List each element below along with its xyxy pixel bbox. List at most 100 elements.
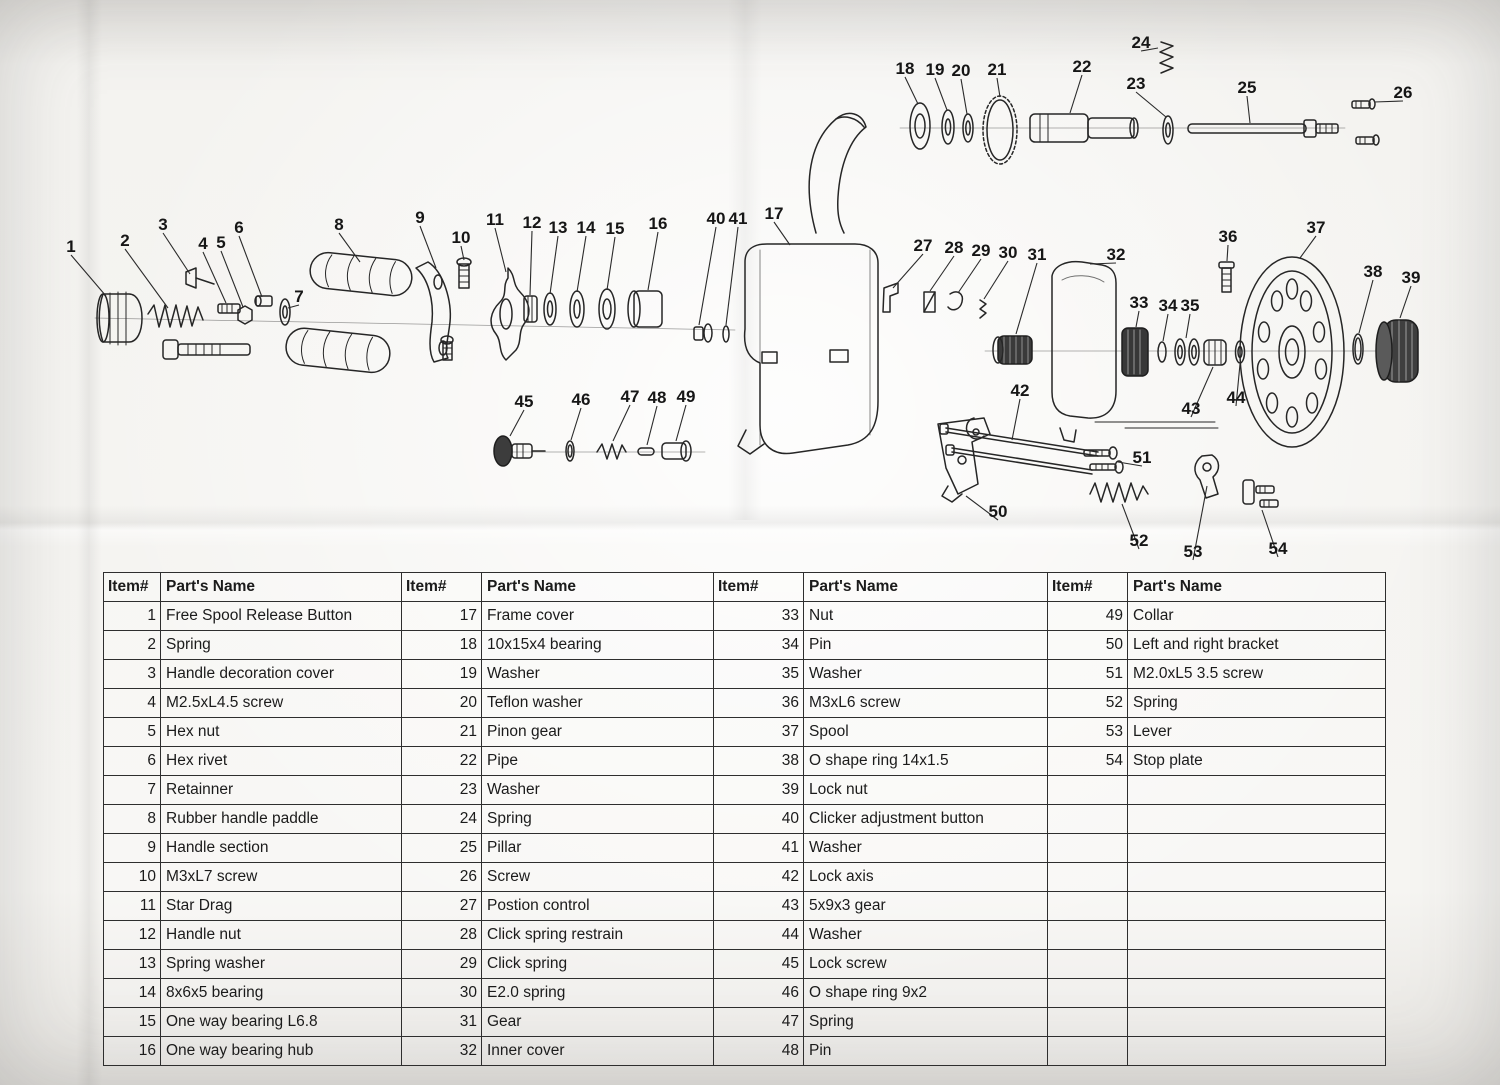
part-item-number: 18 [402,631,482,660]
part-item-number: 31 [402,1008,482,1037]
part-row-empty [1048,950,1386,979]
callout-24: 24 [1132,33,1151,52]
callout-6: 6 [234,218,243,237]
part-name: Washer [804,921,1048,950]
part-name: O shape ring 9x2 [804,979,1048,1008]
leader-line-6 [238,235,263,298]
part-name [1128,863,1386,892]
leader-line-44 [1235,363,1241,407]
callout-13: 13 [549,218,568,237]
handle-assembly-shapes [96,251,730,374]
callout-41: 41 [729,209,748,228]
part-item-number: 17 [402,602,482,631]
part-name [1128,979,1386,1008]
callout-37: 37 [1307,218,1326,237]
lock-screw-shapes [493,435,692,467]
part-item-number [1048,1037,1128,1066]
part-item-number: 19 [402,660,482,689]
part-item-number: 47 [714,1008,804,1037]
leader-line-30 [983,260,1009,300]
part-item-number: 9 [104,834,161,863]
part-name: O shape ring 14x1.5 [804,747,1048,776]
part-name-header: Part's Name [161,573,402,602]
part-item-number: 22 [402,747,482,776]
callout-11: 11 [486,210,504,229]
part-item-number: 35 [714,660,804,689]
callout-46: 46 [572,390,591,409]
part-item-number: 52 [1048,689,1128,718]
part-row-empty [1048,921,1386,950]
callout-19: 19 [926,60,945,79]
part-item-number: 5 [104,718,161,747]
part-name [1128,805,1386,834]
frame-cover-shapes [737,112,879,455]
part-name: Hex rivet [161,747,402,776]
leader-line-37 [1299,235,1317,259]
part-item-number: 8 [104,805,161,834]
leader-line-12 [529,230,533,296]
part-item-number: 43 [714,892,804,921]
part-item-number: 10 [104,863,161,892]
part-name: 8x6x5 bearing [161,979,402,1008]
part-name: Lever [1128,718,1386,747]
callout-54: 54 [1269,539,1288,558]
callout-45: 45 [515,392,534,411]
callout-17: 17 [765,204,784,223]
callout-40: 40 [707,209,726,228]
part-item-number: 25 [402,834,482,863]
part-item-number [1048,950,1128,979]
part-name: Spring [804,1008,1048,1037]
callout-52: 52 [1130,531,1149,550]
part-item-number: 7 [104,776,161,805]
callout-43: 43 [1182,399,1201,418]
callout-30: 30 [999,243,1018,262]
part-name: Free Spool Release Button [161,602,402,631]
item-number-header: Item# [402,573,482,602]
part-name: One way bearing hub [161,1037,402,1066]
leader-line-23 [1135,91,1167,118]
part-item-number [1048,863,1128,892]
leader-line-25 [1246,95,1251,124]
part-name: Spring [1128,689,1386,718]
part-item-number [1048,892,1128,921]
part-item-number: 42 [714,863,804,892]
callout-21: 21 [988,60,1007,79]
part-row-empty [1048,805,1386,834]
callout-7: 7 [294,287,303,306]
callout-29: 29 [972,241,991,260]
part-item-number: 40 [714,805,804,834]
callout-4: 4 [198,234,208,253]
leader-line-46 [570,407,582,441]
leader-line-10 [460,245,465,261]
part-item-number: 46 [714,979,804,1008]
callout-18: 18 [896,59,915,78]
part-name: Handle decoration cover [161,660,402,689]
part-name: E2.0 spring [482,979,714,1008]
leader-line-40 [698,226,717,326]
part-row-empty [1048,1037,1386,1066]
part-item-number: 30 [402,979,482,1008]
part-item-number: 3 [104,660,161,689]
